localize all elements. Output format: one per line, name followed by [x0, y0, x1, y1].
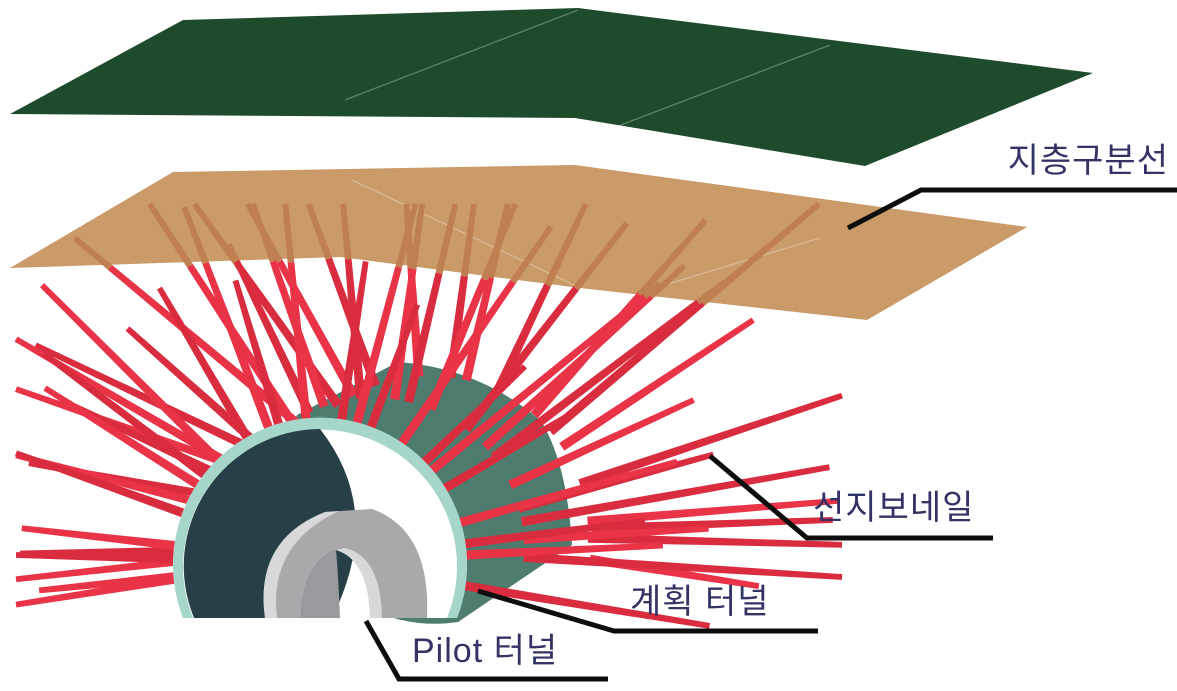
presupport-nail: [395, 279, 516, 450]
pilot-tunnel-inner-rim: [336, 548, 382, 618]
presupport-nail: [15, 450, 190, 520]
presupport-nail: [578, 392, 843, 489]
lower-stratum-plane: [10, 165, 1027, 320]
leader-line-planned-tunnel: [477, 588, 818, 634]
presupport-nail: [409, 203, 426, 270]
presupport-nail: [453, 458, 678, 529]
stratum-crease-line: [351, 179, 577, 287]
presupport-nail: [192, 202, 241, 267]
presupport-nail: [435, 203, 459, 275]
upper-stratum-plane: [10, 8, 1093, 166]
presupport-nail: [340, 203, 352, 260]
presupport-nail: [520, 464, 830, 527]
presupport-nail: [696, 279, 727, 305]
presupport-nail: [42, 351, 212, 482]
presupport-nail: [43, 385, 205, 492]
pilot-tunnel-arch: [263, 509, 428, 618]
presupport-nail: [648, 263, 687, 299]
presupport-nails-group: [14, 201, 843, 629]
presupport-nail: [40, 283, 225, 467]
presupport-nail: [460, 203, 477, 277]
presupport-nail: [544, 202, 589, 287]
pilot-tunnel-group: [263, 509, 428, 618]
label-planned-tunnel: 계획 터널: [630, 583, 770, 621]
presupport-nail: [510, 224, 554, 284]
presupport-nail: [365, 303, 421, 433]
presupport-nail: [587, 498, 839, 526]
presupport-nail: [547, 299, 705, 436]
label-stratum-division-line: 지층구분선: [1007, 142, 1169, 180]
leader-line-presupport-nail: [708, 454, 993, 541]
presupport-nail: [73, 236, 113, 270]
presupport-nail: [418, 364, 527, 469]
presupport-nail: [108, 265, 312, 437]
presupport-nail: [395, 203, 419, 268]
presupport-nail: [305, 202, 332, 260]
label-pilot-tunnel: Pilot 터널: [412, 632, 559, 670]
stratum-crease-line: [599, 44, 831, 134]
presupport-nail: [459, 542, 664, 560]
presupport-nail: [642, 281, 662, 299]
presupport-nail: [336, 261, 369, 425]
presupport-nail: [458, 517, 646, 549]
presupport-nail: [457, 580, 711, 629]
presupport-nail: [282, 203, 295, 263]
presupport-nail: [233, 259, 314, 415]
leader-line-stratum-line: [846, 187, 1177, 231]
pilot-tunnel-front-rim: [263, 511, 339, 618]
strata-planes: [10, 8, 1093, 320]
presupport-nail: [351, 266, 402, 428]
presupport-nail: [147, 202, 193, 268]
stratum-crease-line: [647, 237, 821, 291]
presupport-nail: [490, 299, 700, 462]
presupport-nail: [587, 533, 843, 548]
stratum-crease-line: [344, 9, 579, 101]
leader-line-pilot-tunnel: [363, 619, 608, 682]
presupport-nail: [481, 293, 654, 451]
presupport-nail: [125, 326, 266, 452]
presupport-nail: [287, 261, 312, 424]
presupport-nail: [700, 201, 821, 306]
presupport-nail: [15, 452, 230, 515]
presupport-nail: [202, 261, 275, 433]
presupport-nail: [438, 406, 582, 495]
presupport-nail: [426, 277, 488, 411]
presupport-nail: [181, 205, 209, 265]
presupport-nail: [481, 202, 518, 281]
pilot-tunnel-inner-wall: [301, 550, 340, 618]
presupport-nail: [425, 294, 647, 477]
presupport-nail: [232, 279, 285, 430]
leader-lines-group: [363, 187, 1177, 682]
presupport-nail: [21, 525, 182, 551]
presupport-nail: [15, 552, 181, 564]
presupport-nail: [508, 397, 695, 490]
presupport-nail: [559, 317, 755, 451]
presupport-nail: [493, 283, 551, 394]
presupport-nail: [637, 218, 708, 298]
presupport-nail: [523, 525, 709, 544]
presupport-nail: [156, 286, 254, 444]
presupport-nail: [573, 221, 630, 291]
label-presupport-nail: 선지보네일: [813, 489, 975, 527]
presupport-nail: [250, 203, 277, 263]
presupport-nail: [38, 571, 182, 594]
presupport-nail: [226, 243, 240, 263]
presupport-nail: [523, 552, 843, 580]
presupport-nail: [404, 272, 443, 404]
